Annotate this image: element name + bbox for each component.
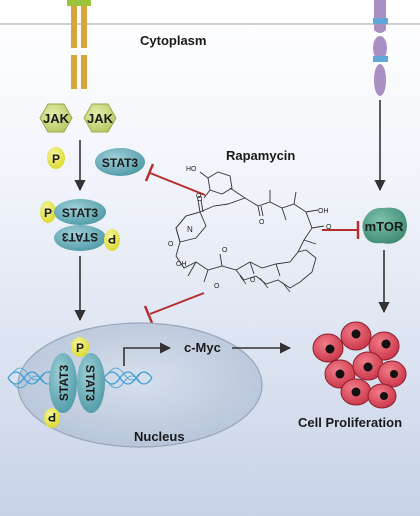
stat3-dimer-nucleus: P STAT3 STAT3 P (44, 337, 105, 428)
chem-o-5: O (326, 224, 332, 231)
chem-n-ring: N (187, 225, 193, 234)
stat3-dimer-cyto: P STAT3 STAT3 P (40, 199, 120, 251)
chem-oh-left: OH (176, 261, 187, 268)
cytoplasm-label: Cytoplasm (140, 33, 206, 48)
phospho-cyto: P (47, 147, 65, 169)
chem-o-6: O (214, 283, 220, 290)
rapamycin-label: Rapamycin (226, 148, 295, 163)
cell-nuclei (325, 329, 398, 400)
nucleus-label: Nucleus (134, 429, 185, 444)
jak-left: JAK (39, 103, 73, 133)
cell-proliferation-label: Cell Proliferation (298, 415, 402, 430)
chem-o-methoxy: O (197, 196, 203, 203)
dimer-stat3-bottom-label: STAT3 (62, 230, 99, 244)
chem-o-7: O (250, 277, 256, 284)
chem-oh-right: OH (318, 208, 329, 215)
inhibit-mtor (322, 221, 360, 239)
chem-o-3: O (168, 241, 174, 248)
jak-right: JAK (83, 103, 117, 133)
growth-factor-receptor (373, 0, 388, 96)
transcription-arrow (123, 342, 172, 366)
chem-ho-top: HO (186, 166, 197, 173)
mtor-label: mTOR (365, 219, 404, 234)
inhibit-nucleus (143, 292, 205, 324)
nuc-p-top-label: P (76, 341, 84, 355)
dimer-p-top-label: P (44, 206, 52, 220)
jak-right-label: JAK (87, 111, 114, 126)
nuc-stat3-right-label: STAT3 (83, 365, 97, 402)
dimer-p-bottom-label: P (108, 232, 116, 246)
stat3-cyto: STAT3 (95, 148, 145, 176)
rapamycin-atom-labels: HO O O O OH N O O O OH O O (168, 166, 332, 290)
rapamycin-structure (175, 171, 325, 293)
jak-left-label: JAK (43, 111, 70, 126)
chem-o-4: O (222, 247, 228, 254)
nuc-p-bottom-label: P (48, 410, 56, 424)
nuc-stat3-left-label: STAT3 (57, 365, 71, 402)
dimer-stat3-top-label: STAT3 (62, 206, 99, 220)
cytokine-receptor (67, 0, 91, 89)
dna-helix (7, 367, 153, 389)
phospho-cyto-label: P (52, 152, 60, 166)
inhibit-stat3 (144, 163, 206, 196)
chem-o-2: O (259, 219, 265, 226)
cmyc-label: c-Myc (184, 340, 221, 355)
mtor-node: mTOR (362, 207, 407, 244)
chem-o-1: O (196, 193, 202, 200)
stat3-cyto-label: STAT3 (102, 156, 139, 170)
